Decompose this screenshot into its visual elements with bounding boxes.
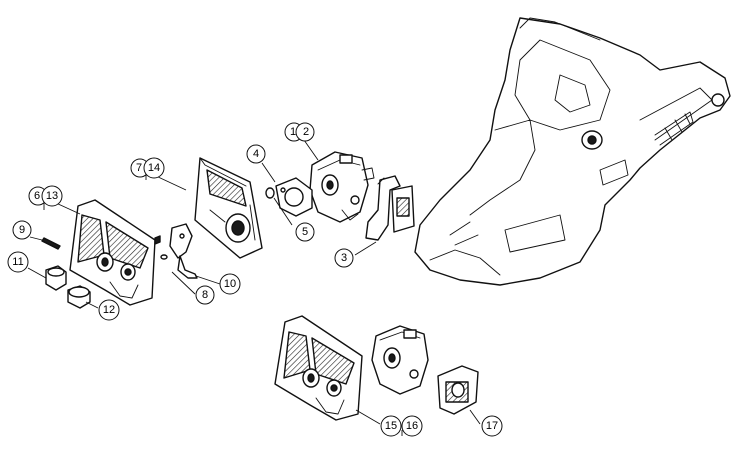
- callout-8: 8: [195, 285, 215, 305]
- nut: [265, 187, 275, 199]
- callout-15: 15: [380, 415, 402, 437]
- intake-baffle: [365, 175, 415, 241]
- callout-12: 12: [98, 299, 120, 321]
- callout-16: 16: [401, 415, 423, 437]
- svg-text:2: 2: [303, 126, 309, 138]
- grommet: [45, 265, 67, 291]
- callout-17: 17: [481, 415, 503, 437]
- svg-text:7: 7: [136, 162, 142, 174]
- svg-text:4: 4: [253, 148, 259, 160]
- callout-13: 13: [41, 185, 63, 207]
- svg-text:6: 6: [34, 190, 40, 202]
- choke-lever: [160, 223, 198, 279]
- svg-text:11: 11: [12, 256, 23, 268]
- callout-5: 5: [295, 222, 315, 242]
- svg-text:15: 15: [385, 420, 397, 432]
- svg-text:16: 16: [406, 420, 418, 432]
- callout-14: 14: [143, 157, 165, 179]
- svg-text:12: 12: [103, 304, 115, 316]
- saw-housing: [414, 17, 731, 286]
- air-filter: [69, 199, 161, 306]
- air-filter-kit: [274, 315, 363, 421]
- bushing: [67, 285, 91, 309]
- svg-text:1: 1: [290, 126, 296, 138]
- callout-9: 9: [12, 220, 32, 240]
- pin: [41, 237, 61, 250]
- callout-2: 2: [295, 122, 315, 142]
- svg-text:8: 8: [202, 289, 208, 301]
- svg-text:17: 17: [486, 420, 498, 432]
- svg-text:13: 13: [46, 190, 58, 202]
- spacer: [437, 365, 479, 415]
- callout-3: 3: [334, 248, 354, 268]
- callout-4: 4: [246, 144, 266, 164]
- svg-text:10: 10: [224, 278, 236, 290]
- leader-lines: [27, 139, 481, 436]
- svg-text:9: 9: [19, 224, 25, 236]
- filter-base: [194, 157, 263, 259]
- callout-10: 10: [219, 273, 241, 295]
- carburetor: [309, 151, 375, 223]
- svg-text:5: 5: [302, 226, 308, 238]
- carburetor-kit: [371, 325, 429, 395]
- svg-text:3: 3: [341, 252, 347, 264]
- gasket: [275, 177, 313, 217]
- svg-text:14: 14: [148, 162, 160, 174]
- callout-11: 11: [7, 251, 29, 273]
